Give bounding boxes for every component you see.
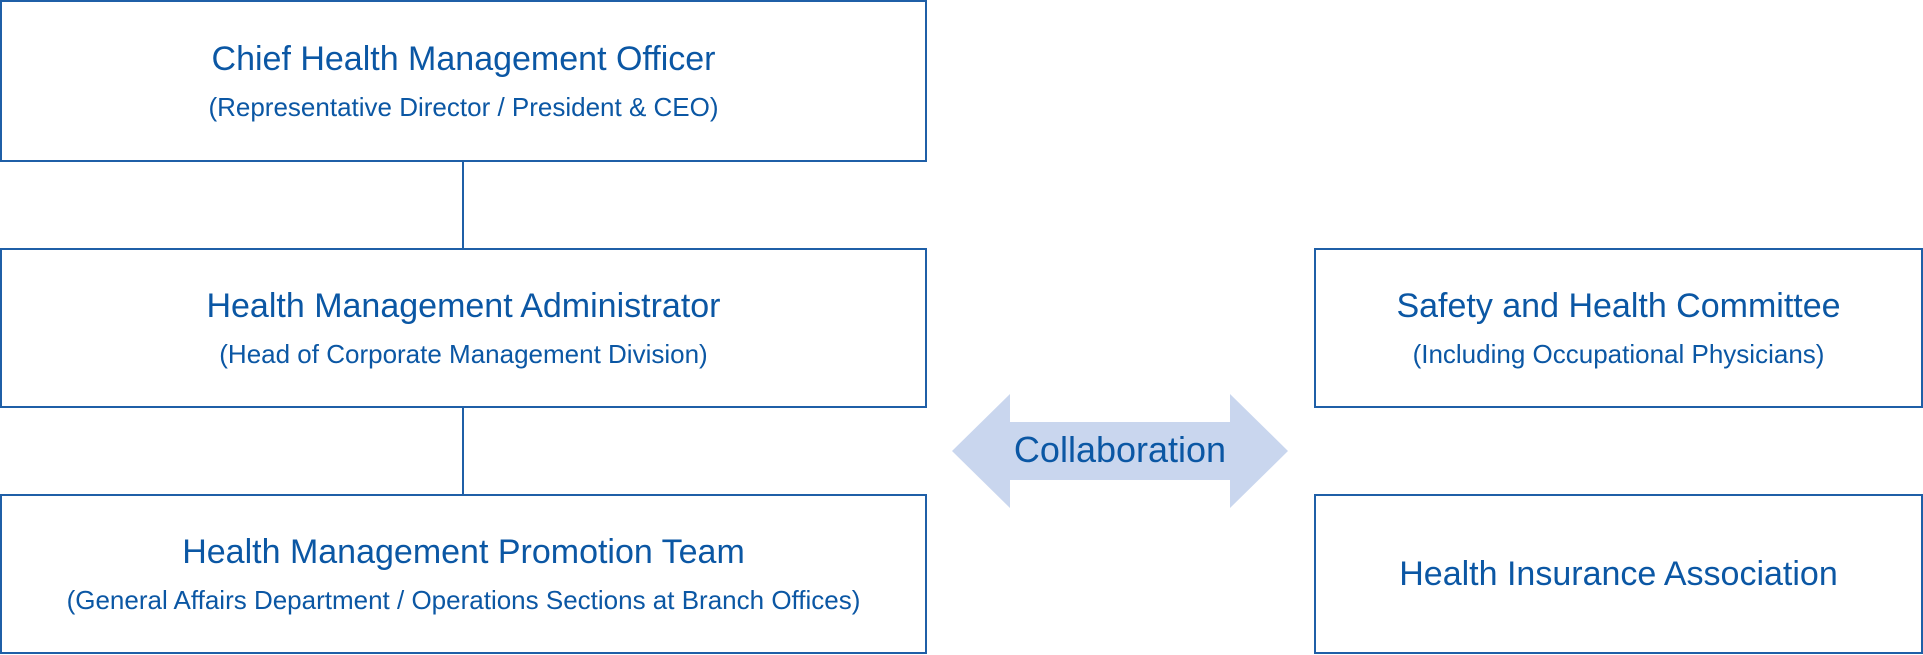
- chief-health-management-officer-box: Chief Health Management Officer (Represe…: [0, 0, 927, 162]
- health-management-promotion-team-box: Health Management Promotion Team (Genera…: [0, 494, 927, 654]
- promotion-team-subtitle: (General Affairs Department / Operations…: [66, 584, 861, 615]
- safety-and-health-committee-box: Safety and Health Committee (Including O…: [1314, 248, 1923, 408]
- promotion-team-title: Health Management Promotion Team: [182, 533, 745, 571]
- chief-officer-title: Chief Health Management Officer: [211, 40, 716, 78]
- safety-committee-subtitle: (Including Occupational Physicians): [1412, 338, 1825, 369]
- health-management-administrator-box: Health Management Administrator (Head of…: [0, 248, 927, 408]
- chief-officer-subtitle: (Representative Director / President & C…: [208, 91, 719, 122]
- collaboration-label: Collaboration: [1013, 429, 1227, 470]
- administrator-subtitle: (Head of Corporate Management Division): [219, 338, 708, 369]
- collaboration-double-arrow-icon: [952, 394, 1288, 508]
- connector-chief-to-administrator: [462, 162, 464, 248]
- collaboration-arrow-shape: [952, 394, 1288, 508]
- insurance-association-title: Health Insurance Association: [1399, 554, 1838, 593]
- connector-administrator-to-team: [462, 408, 464, 494]
- administrator-title: Health Management Administrator: [206, 287, 721, 325]
- safety-committee-title: Safety and Health Committee: [1396, 287, 1841, 325]
- health-insurance-association-box: Health Insurance Association: [1314, 494, 1923, 654]
